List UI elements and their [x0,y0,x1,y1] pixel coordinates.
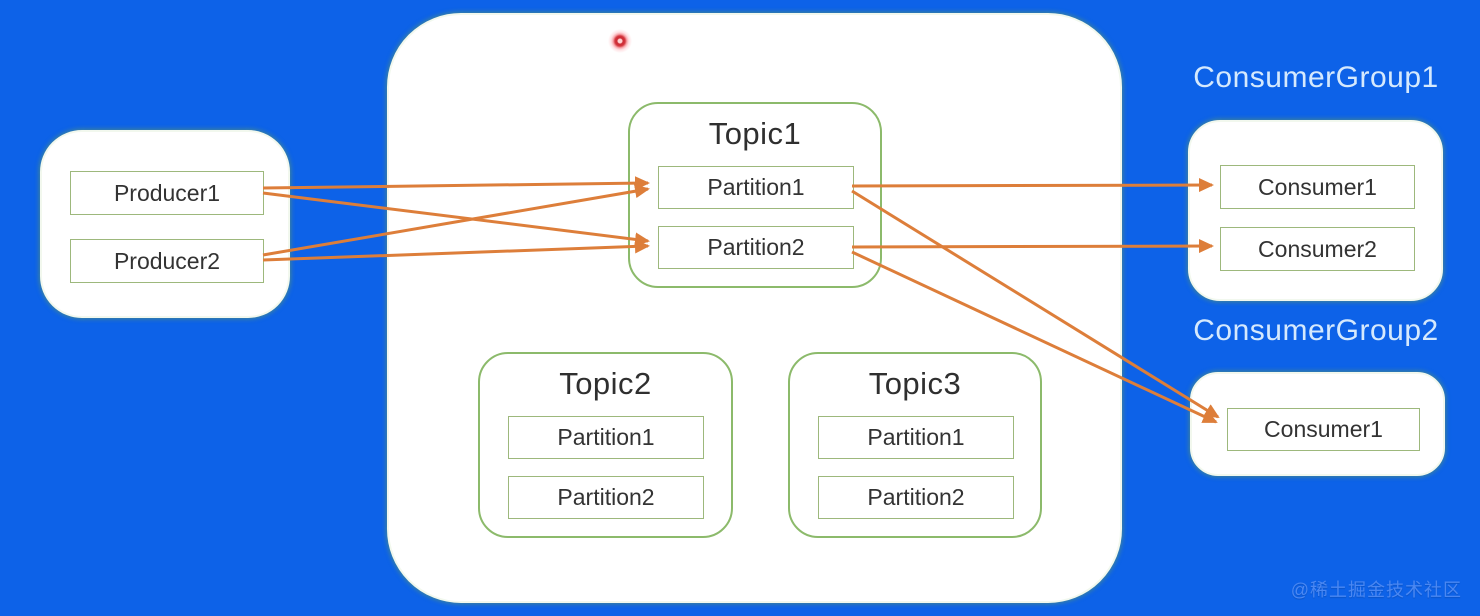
consumer-group1-title: ConsumerGroup1 [1193,61,1439,94]
node-cg2-consumer1: Consumer1 [1227,408,1420,451]
node-topic1-partition1: Partition1 [658,166,854,209]
topic1-partition1-label: Partition1 [707,174,805,200]
node-topic2-partition1: Partition1 [508,416,704,459]
topic2-partition2-label: Partition2 [557,484,655,510]
producer2-label: Producer2 [113,247,221,274]
producer1-label: Producer1 [113,179,221,206]
topic1-box: Topic1 Partition1 Partition2 [628,102,882,288]
node-cg1-consumer1: Consumer1 [1220,165,1415,209]
node-cg1-consumer2: Consumer2 [1220,227,1415,271]
topic3-partition2-label: Partition2 [867,484,965,510]
topic1-partition2-label: Partition2 [707,234,805,260]
topic3-title: Topic3 [868,366,962,401]
cg2-consumer1-label: Consumer1 [1264,416,1383,442]
topic3-box: Topic3 Partition1 Partition2 [788,352,1042,538]
node-topic3-partition2: Partition2 [818,476,1014,519]
consumer-group2-panel: Consumer1 [1190,372,1445,476]
consumer-group1-panel: Consumer1 Consumer2 [1188,120,1443,301]
topic2-partition1-label: Partition1 [557,424,655,450]
watermark: @稀土掘金技术社区 [1290,580,1462,600]
topic2-box: Topic2 Partition1 Partition2 [478,352,733,538]
cg1-consumer2-label: Consumer2 [1258,235,1377,262]
node-producer2: Producer2 [70,239,264,283]
topic1-title: Topic1 [708,116,802,151]
cg1-consumer1-label: Consumer1 [1258,173,1377,200]
node-topic3-partition1: Partition1 [818,416,1014,459]
node-topic1-partition2: Partition2 [658,226,854,269]
laser-pointer-dot [607,28,633,54]
node-topic2-partition2: Partition2 [508,476,704,519]
consumer-group2-title: ConsumerGroup2 [1193,314,1439,347]
topic2-title: Topic2 [559,366,652,401]
node-producer1: Producer1 [70,171,264,215]
topic3-partition1-label: Partition1 [867,424,965,450]
producers-panel: Producer1 Producer2 [40,130,290,318]
